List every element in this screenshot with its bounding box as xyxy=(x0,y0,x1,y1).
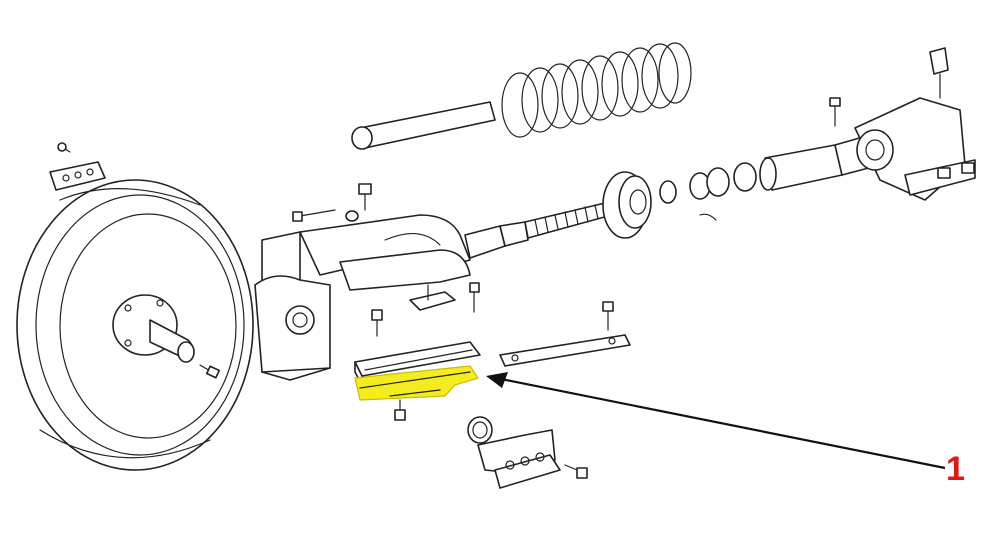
strap-plate xyxy=(499,334,631,367)
bolt-set-lower xyxy=(371,282,614,337)
fork-bracket xyxy=(254,214,529,381)
callout-arrow xyxy=(486,372,946,470)
guide-plate-bolt xyxy=(394,399,406,421)
cap-plate-top-left xyxy=(49,142,106,191)
recoil-spring xyxy=(501,42,692,138)
threaded-rod xyxy=(524,202,609,239)
washer-set xyxy=(659,162,757,221)
callout-number: 1 xyxy=(946,450,965,488)
lower-guide-plate-highlighted xyxy=(354,365,479,401)
piston-disc xyxy=(602,171,652,239)
axle-bolt xyxy=(199,364,221,379)
idler-wheel xyxy=(16,179,254,471)
bolt-set-upper xyxy=(292,183,372,222)
o-ring xyxy=(467,416,493,444)
tension-cylinder xyxy=(759,47,976,201)
guide-rod xyxy=(351,101,496,150)
bottom-cap-plates xyxy=(477,429,588,489)
